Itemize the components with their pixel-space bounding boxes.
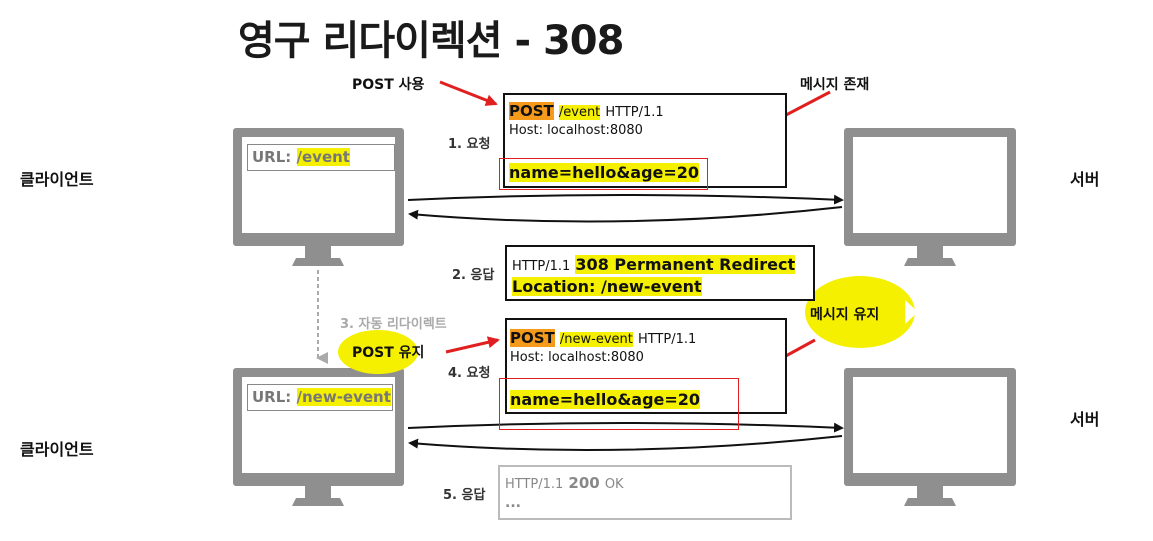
response-status: 308 Permanent Redirect xyxy=(575,255,796,274)
server-label-bottom: 서버 xyxy=(1070,410,1100,429)
page-title: 영구 리다이렉션 - 308 xyxy=(238,18,624,64)
step-2-label: 2. 응답 xyxy=(452,268,495,283)
response-code: 200 xyxy=(568,474,600,492)
request-1-body-outline xyxy=(499,158,708,190)
request-method: POST xyxy=(509,102,554,120)
response-arrow-top xyxy=(408,206,843,223)
url-path: /event xyxy=(296,148,350,166)
request-arrow-bottom xyxy=(407,422,844,433)
request-4-box: POST /new-event HTTP/1.1 Host: localhost… xyxy=(505,318,787,414)
post-keep-arrow xyxy=(445,336,500,354)
request-arrow-top xyxy=(407,194,844,205)
response-version: HTTP/1.1 xyxy=(505,477,564,492)
request-host: Host: localhost:8080 xyxy=(510,350,644,365)
response-version: HTTP/1.1 xyxy=(512,259,571,274)
message-exists-callout: 메시지 존재 xyxy=(800,77,870,93)
request-4-body-outline xyxy=(499,378,739,430)
request-host: Host: localhost:8080 xyxy=(509,123,643,138)
response-5-box: HTTP/1.1 200 OK ... xyxy=(498,465,792,520)
request-method: POST xyxy=(510,329,555,347)
response-more: ... xyxy=(505,495,521,511)
auto-redirect-label: 3. 자동 리다이렉트 xyxy=(340,317,447,332)
message-keep-callout: 메시지 유지 xyxy=(810,307,880,323)
url-bar-bottom: URL: /new-event xyxy=(247,384,393,411)
server-monitor-bottom xyxy=(844,368,1016,506)
url-label: URL: xyxy=(252,388,297,406)
request-version: HTTP/1.1 xyxy=(605,105,664,120)
post-keep-callout: POST 유지 xyxy=(352,345,425,361)
url-label: URL: xyxy=(252,148,297,166)
request-version: HTTP/1.1 xyxy=(637,332,697,347)
step-5-label: 5. 응답 xyxy=(443,488,486,503)
post-keep-highlight xyxy=(338,330,418,374)
client-label-bottom: 클라이언트 xyxy=(20,440,94,459)
step-1-label: 1. 요청 xyxy=(448,137,491,152)
request-body: name=hello&age=20 xyxy=(510,390,701,409)
url-bar-top: URL: /event xyxy=(247,144,395,171)
request-path: /new-event xyxy=(559,332,633,347)
server-monitor-top xyxy=(844,128,1016,266)
message-keep-highlight xyxy=(805,276,915,348)
response-reason: OK xyxy=(604,477,624,492)
response-location: Location: /new-event xyxy=(512,277,702,296)
url-path: /new-event xyxy=(296,388,391,406)
request-path: /event xyxy=(558,105,601,120)
client-label-top: 클라이언트 xyxy=(20,170,94,189)
server-label-top: 서버 xyxy=(1070,170,1100,189)
request-1-box: POST /event HTTP/1.1 Host: localhost:808… xyxy=(503,93,787,188)
post-use-callout: POST 사용 xyxy=(352,77,425,93)
response-arrow-bottom xyxy=(408,435,843,452)
post-use-arrow xyxy=(439,80,498,106)
request-body: name=hello&age=20 xyxy=(509,163,700,182)
step-4-label: 4. 요청 xyxy=(448,366,491,381)
response-2-box: HTTP/1.1 308 Permanent Redirect Location… xyxy=(505,245,815,301)
